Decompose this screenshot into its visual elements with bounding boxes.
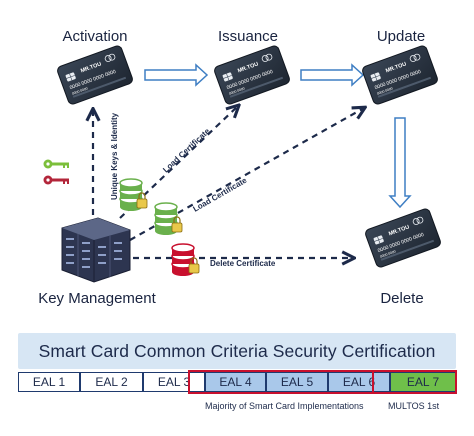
coin-stack-icon [154, 202, 183, 236]
edge-label-unique-keys: Unique Keys & Identity [110, 112, 119, 200]
note-multos: MULTOS 1st [388, 401, 440, 411]
eal-levels: EAL 1 EAL 2 EAL 3 EAL 4 EAL 5 EAL 6 EAL … [18, 372, 456, 394]
card-sub: 0000 0000 [379, 249, 396, 258]
eal-level-3: EAL 3 [143, 372, 205, 392]
flow-arrow-activation-issuance [144, 63, 209, 87]
stage-label-issuance: Issuance [217, 28, 279, 45]
eal-level-6: EAL 6 [328, 372, 390, 392]
smart-card-activation: MR.TOU 0000 0000 0000 0000 0000 0000 [55, 44, 135, 106]
flow-arrow-issuance-update [300, 63, 365, 87]
edge-label-delete-cert: Delete Certificate [210, 259, 276, 268]
edge-label-load-cert-1: Load Certificate [161, 126, 212, 174]
smart-card-update: MR.TOU 0000 0000 0000 0000 0000 0000 [360, 44, 440, 106]
stage-label-delete: Delete [380, 290, 424, 307]
stage-label-key-management: Key Management [38, 290, 156, 307]
edge-label-load-cert-2: Load Certificate [192, 175, 249, 213]
stage-label-activation: Activation [62, 28, 128, 45]
flow-arrow-update-delete [388, 117, 412, 209]
card-sub: 0000 0000 [376, 86, 393, 95]
smart-card-delete: MR.TOU 0000 0000 0000 0000 0000 0000 [363, 207, 443, 269]
eal-level-5: EAL 5 [266, 372, 328, 392]
coin-stack-icon [119, 178, 148, 212]
eal-level-2: EAL 2 [80, 372, 143, 392]
stage-label-update: Update [376, 28, 426, 45]
smart-card-issuance: MR.TOU 0000 0000 0000 0000 0000 0000 [212, 44, 292, 106]
eal-level-1: EAL 1 [18, 372, 80, 392]
server-rack-icon [61, 217, 131, 283]
certification-title: Smart Card Common Criteria Security Cert… [18, 333, 456, 369]
eal-level-7: EAL 7 [390, 372, 456, 392]
key-icon [43, 175, 69, 185]
key-icon [43, 159, 69, 169]
card-sub: 0000 0000 [71, 86, 88, 95]
coin-stack-icon [171, 243, 200, 277]
note-majority: Majority of Smart Card Implementations [205, 401, 364, 411]
card-sub: 0000 0000 [228, 86, 245, 95]
eal-level-4: EAL 4 [205, 372, 266, 392]
